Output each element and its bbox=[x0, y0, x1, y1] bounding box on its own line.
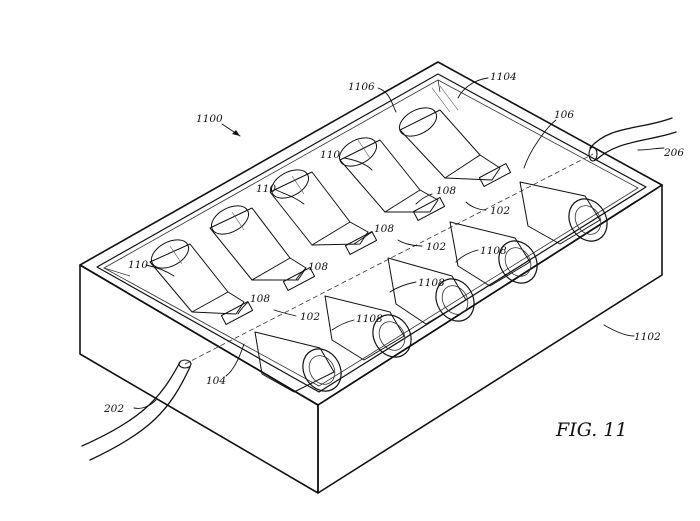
label-container: 1102 bbox=[634, 331, 661, 343]
label-channel-bottom: 104 bbox=[206, 375, 226, 387]
connector bbox=[282, 267, 316, 291]
channel-line bbox=[184, 153, 594, 365]
cell-row-front bbox=[254, 181, 608, 393]
label-cell-b: 110 bbox=[256, 183, 276, 195]
cable-out bbox=[588, 117, 677, 162]
label-divider-a: 1108 bbox=[480, 245, 507, 257]
connector bbox=[478, 163, 512, 187]
reference-labels: 1100 1106 1104 106 206 1102 202 104 110 … bbox=[103, 71, 684, 415]
battery-cell bbox=[519, 181, 608, 245]
label-lid-inner: 1106 bbox=[348, 81, 375, 93]
battery-cell bbox=[149, 239, 245, 315]
label-bus-c: 102 bbox=[300, 311, 320, 323]
label-conn-b: 108 bbox=[374, 223, 394, 235]
battery-cell bbox=[398, 107, 501, 181]
label-divider-b: 1108 bbox=[418, 277, 445, 289]
label-cell-a: 110 bbox=[320, 149, 340, 161]
lid-hatching bbox=[169, 85, 459, 265]
label-conn-a: 108 bbox=[436, 185, 456, 197]
figure-caption: FIG. 11 bbox=[555, 419, 627, 441]
battery-cell bbox=[338, 137, 439, 213]
label-cable-in: 202 bbox=[103, 403, 124, 415]
label-cable-out: 206 bbox=[663, 147, 684, 159]
label-bus-a: 102 bbox=[490, 205, 510, 217]
arrowhead-icon bbox=[232, 130, 240, 136]
cable-in bbox=[81, 359, 192, 461]
battery-cell bbox=[254, 331, 342, 393]
label-bus-b: 102 bbox=[426, 241, 446, 253]
cell-row-back bbox=[149, 107, 501, 315]
battery-cell bbox=[324, 295, 412, 361]
label-conn-c: 108 bbox=[308, 261, 328, 273]
label-conn-d: 108 bbox=[250, 293, 270, 305]
battery-cell bbox=[209, 205, 307, 281]
connectors bbox=[220, 163, 512, 325]
connector bbox=[344, 231, 378, 255]
connector bbox=[412, 197, 446, 221]
label-lid-top: 1104 bbox=[490, 71, 517, 83]
leader-lines bbox=[133, 77, 665, 409]
label-channel-top: 106 bbox=[554, 109, 574, 121]
battery-cell bbox=[269, 169, 369, 246]
label-divider-c: 1108 bbox=[356, 313, 383, 325]
label-system: 1100 bbox=[196, 113, 223, 125]
label-cell-c: 110 bbox=[128, 259, 148, 271]
battery-cell bbox=[449, 221, 538, 287]
connector bbox=[220, 301, 254, 325]
battery-cell bbox=[387, 257, 475, 325]
